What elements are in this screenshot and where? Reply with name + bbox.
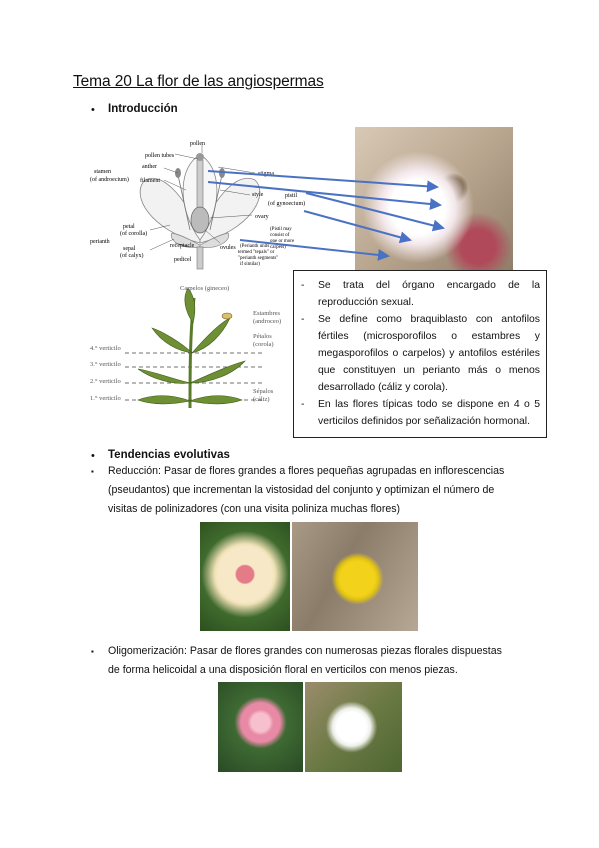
label-of-androecium: (of androecium) <box>90 176 129 183</box>
paragraph-reduccion: Reducción: Pasar de flores grandes a flo… <box>108 465 505 515</box>
label-stamen: stamen <box>94 169 111 175</box>
whorl-diagram: Carpelos (gineceo) Estambres (androceo) … <box>90 285 281 409</box>
sub-bullet: ▪ <box>91 467 94 476</box>
section-heading-intro: Introducción <box>108 103 178 115</box>
label-pistil-note-3: one or more <box>270 239 295 244</box>
paragraph-oligomerizacion: Oligomerización: Pasar de flores grandes… <box>108 645 502 676</box>
info-item: -En las flores típicas todo se dispone e… <box>301 399 540 427</box>
flower-anatomy-diagram: pollen pollen tubes stamen (of androeciu… <box>90 141 305 270</box>
info-item: -Se define como braquiblasto con antofil… <box>301 314 540 393</box>
sub-bullet: ▪ <box>91 647 94 656</box>
label-receptacle: receptacle <box>170 243 195 249</box>
water-lily-photo <box>218 682 303 772</box>
label-verticilo-2: 2.° verticilo <box>90 378 121 385</box>
label-petal: petal <box>123 224 135 230</box>
info-box: -Se trata del órgano encargado de la rep… <box>293 270 547 438</box>
label-estambres: Estambres <box>253 310 281 317</box>
label-ovary: ovary <box>255 214 269 220</box>
section-bullet: • <box>91 450 95 462</box>
label-ovules: ovules <box>220 245 236 251</box>
section-bullet: • <box>91 104 95 116</box>
info-item: -Se trata del órgano encargado de la rep… <box>301 280 540 308</box>
label-perianth-note-2: termed "tepals" or <box>238 250 275 255</box>
section-heading-tendencias: Tendencias evolutivas <box>108 449 230 461</box>
label-style: style <box>252 192 264 198</box>
label-carpelos: Carpelos (gineceo) <box>180 285 229 292</box>
label-of-gynoecium: (of gynoecium) <box>268 200 305 207</box>
label-androceo: (androceo) <box>253 318 281 325</box>
dandelion-photo <box>292 522 418 631</box>
label-pollen-tubes: pollen tubes <box>145 153 175 159</box>
label-perianth-note-1: (Perianth units <box>240 244 269 249</box>
white-flower-photo <box>305 682 402 772</box>
label-caliz: (cáliz) <box>253 396 270 403</box>
label-petalos: Pétalos <box>253 333 272 340</box>
label-pistil: pistil <box>285 193 297 199</box>
label-pistil-note-2: consist of <box>270 233 290 238</box>
label-verticilo-3: 3.° verticilo <box>90 361 121 368</box>
label-of-calyx: (of calyx) <box>120 252 144 259</box>
label-perianth: perianth <box>90 239 110 245</box>
label-sepal: sepal <box>123 246 136 252</box>
label-verticilo-4: 4.° verticilo <box>90 345 121 352</box>
label-of-corolla: (of corolla) <box>120 230 147 237</box>
label-perianth-note-4: if similar) <box>240 262 260 267</box>
label-perianth-note-3: "perianth segments" <box>238 256 278 261</box>
label-sepalos: Sépalos <box>253 388 274 395</box>
magnolia-photo <box>200 522 290 631</box>
label-pedicel: pedicel <box>174 257 192 263</box>
label-anther: anther <box>142 164 157 170</box>
label-pistil-note-4: carpels) <box>270 245 286 250</box>
label-pollen: pollen <box>190 141 205 147</box>
label-pistil-note-1: (Pistil may <box>270 227 292 232</box>
annotation-arrows <box>207 170 445 261</box>
label-corola: (corola) <box>253 341 274 348</box>
label-stigma: stigma <box>258 171 274 177</box>
page-title: Tema 20 La flor de las angiospermas <box>73 73 324 90</box>
label-verticilo-1: 1.° verticilo <box>90 395 121 402</box>
label-filament: filament <box>140 177 160 184</box>
